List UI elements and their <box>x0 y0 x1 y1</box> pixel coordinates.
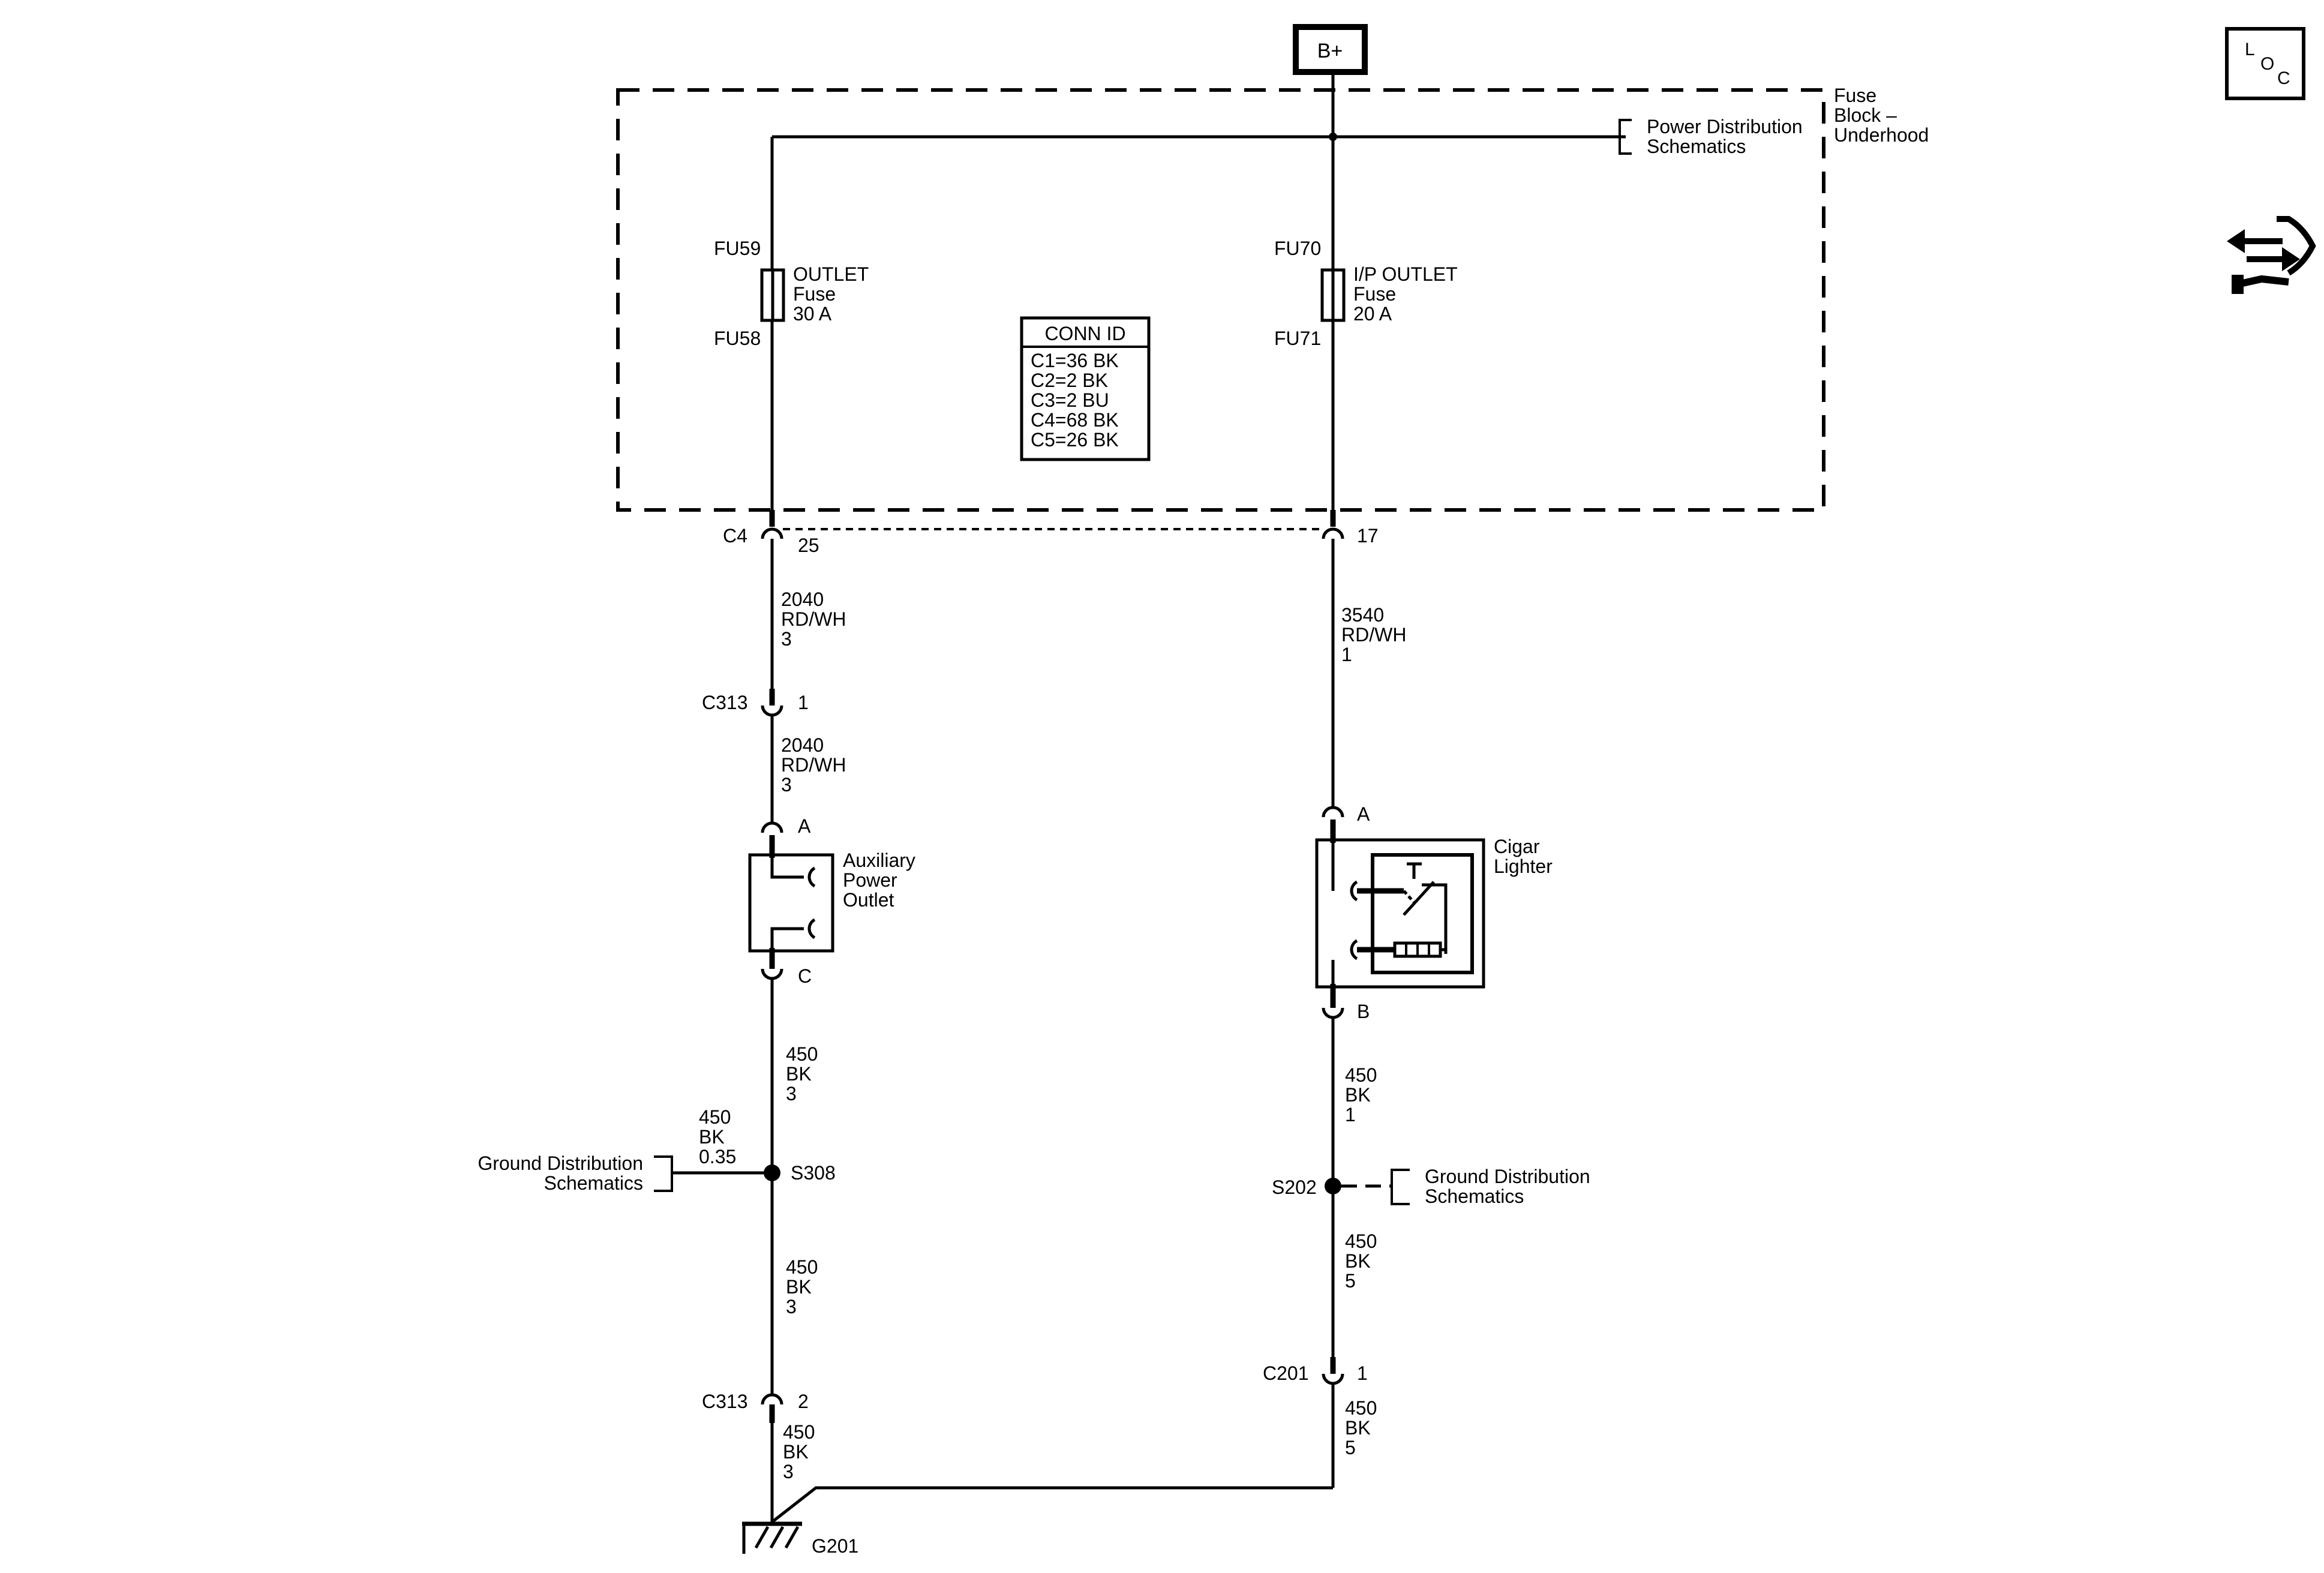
fu71-label: FU71 <box>1274 328 1321 349</box>
conn-id-row: C1=36 BK <box>1031 350 1119 371</box>
loc-letter-l: L <box>2245 40 2255 59</box>
ground-ref-left-1: Ground Distribution <box>478 1152 643 1174</box>
connector-arrows-icon[interactable] <box>2227 216 2316 294</box>
conn-id-row: C5=26 BK <box>1031 429 1119 451</box>
wire-450-size: 5 <box>1345 1437 1356 1458</box>
branch-wire-size: 0.35 <box>699 1146 736 1167</box>
wire-2040-size: 3 <box>781 774 792 795</box>
wire-450-number: 450 <box>1345 1230 1377 1252</box>
conn-id-table: CONN ID C1=36 BK C2=2 BK C3=2 BU C4=68 B… <box>1020 316 1151 461</box>
wire-2040-size: 3 <box>781 628 792 650</box>
wire-450-color: BK <box>786 1276 812 1298</box>
wire-450-color: BK <box>783 1441 809 1463</box>
outlet-fuse-name-2: Fuse <box>793 283 836 305</box>
cl-pin-b: B <box>1357 1001 1370 1022</box>
apo-name-1: Auxiliary <box>843 849 915 871</box>
c4-label: C4 <box>723 525 747 547</box>
wire-450-number: 450 <box>1345 1064 1377 1086</box>
ground-distribution-bracket-right <box>1391 1169 1410 1205</box>
outlet-fuse-rating: 30 A <box>793 303 832 325</box>
ground-ref-left-2: Schematics <box>544 1172 643 1194</box>
ground-symbol <box>742 1494 802 1554</box>
fu58-label: FU58 <box>714 328 761 349</box>
wire-3540-number: 3540 <box>1341 604 1384 626</box>
c4-connector <box>761 510 1344 539</box>
wire-450-number: 450 <box>786 1043 818 1065</box>
fuse-block-name-2: Block – <box>1834 104 1897 126</box>
s308-label: S308 <box>791 1162 836 1184</box>
ground-ref-right-2: Schematics <box>1425 1185 1524 1207</box>
wire-3540-size: 1 <box>1341 644 1352 665</box>
wire-450-number: 450 <box>783 1421 815 1443</box>
ip-outlet-fuse-name-1: I/P OUTLET <box>1353 263 1458 285</box>
apo-name-3: Outlet <box>843 889 894 911</box>
wire-2040-number: 2040 <box>781 589 824 610</box>
fu59-label: FU59 <box>714 238 761 259</box>
s202-splice <box>1325 1178 1341 1194</box>
loc-letter-c: C <box>2277 68 2290 88</box>
c201-connector <box>1322 1357 1344 1385</box>
apo-pin-c: C <box>798 965 812 987</box>
loc-letter-o: O <box>2260 54 2274 74</box>
fuse-block-boundary <box>616 88 1825 512</box>
cigar-lighter <box>1315 819 1485 1008</box>
c313-bottom-label: C313 <box>702 1391 748 1412</box>
fu70-label: FU70 <box>1274 238 1321 259</box>
c201-label: C201 <box>1263 1362 1309 1384</box>
power-distribution-ref-2: Schematics <box>1647 136 1746 157</box>
wire-3540-color: RD/WH <box>1341 624 1406 646</box>
power-distribution-ref-1: Power Distribution <box>1647 116 1803 137</box>
cl-name-1: Cigar <box>1494 836 1540 857</box>
fuse-block-name: Fuse Block – Underhood <box>1834 85 1929 146</box>
wire-450-size: 3 <box>783 1461 794 1482</box>
ip-outlet-fuse-rating: 20 A <box>1353 303 1392 325</box>
loc-icon[interactable]: L O C <box>2225 27 2305 100</box>
c201-pin: 1 <box>1357 1362 1368 1384</box>
wire-450-color: BK <box>786 1063 812 1085</box>
wire-450-size: 1 <box>1345 1104 1356 1125</box>
fuse-block-name-1: Fuse <box>1834 85 1876 106</box>
s202-label: S202 <box>1272 1176 1317 1198</box>
fuse-block-name-3: Underhood <box>1834 124 1929 146</box>
conn-id-row: C3=2 BU <box>1031 389 1109 411</box>
wire-450-number: 450 <box>786 1256 818 1278</box>
ip-outlet-fuse-name-2: Fuse <box>1353 283 1396 305</box>
wire-450-size: 5 <box>1345 1270 1356 1292</box>
conn-id-row: C4=68 BK <box>1031 409 1119 431</box>
c4-pin-25: 25 <box>798 535 819 556</box>
c313-connector-bottom <box>761 1393 783 1423</box>
c313-bottom-pin: 2 <box>798 1391 809 1412</box>
conn-id-title: CONN ID <box>1044 323 1125 344</box>
wire-2040-color: RD/WH <box>781 608 846 630</box>
cl-name-2: Lighter <box>1494 855 1553 877</box>
wire-450-color: BK <box>1345 1417 1371 1439</box>
cl-pin-a: A <box>1357 803 1370 825</box>
battery-label: B+ <box>1317 40 1343 62</box>
apo-pin-a: A <box>798 815 811 837</box>
c4-pin-17: 17 <box>1357 525 1379 547</box>
apo-name-2: Power <box>843 869 897 891</box>
power-distribution-bracket <box>1619 119 1632 155</box>
g201-label: G201 <box>812 1535 858 1557</box>
c313-top-label: C313 <box>702 692 748 713</box>
branch-wire-color: BK <box>699 1126 725 1148</box>
wire-450-color: BK <box>1345 1250 1371 1272</box>
wire-450-size: 3 <box>786 1296 797 1317</box>
wire-450-number: 450 <box>1345 1397 1377 1419</box>
branch-wire-number: 450 <box>699 1106 731 1128</box>
wire-2040-number: 2040 <box>781 734 824 756</box>
auxiliary-power-outlet <box>748 835 834 969</box>
c313-connector-top <box>761 689 783 717</box>
wire-2040-color: RD/WH <box>781 754 846 776</box>
conn-id-row: C2=2 BK <box>1031 370 1108 391</box>
outlet-fuse-name-1: OUTLET <box>793 263 869 285</box>
ground-ref-right-1: Ground Distribution <box>1425 1166 1590 1187</box>
c313-top-pin: 1 <box>798 692 809 713</box>
wire-450-color: BK <box>1345 1084 1371 1106</box>
battery-terminal: B+ <box>1293 24 1368 75</box>
ground-distribution-bracket-left <box>654 1155 673 1192</box>
wire-450-size: 3 <box>786 1083 797 1104</box>
